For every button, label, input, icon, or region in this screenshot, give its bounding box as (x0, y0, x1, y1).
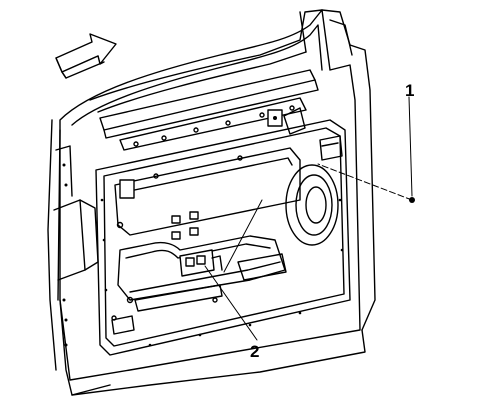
direction-arrow-icon (55, 33, 117, 79)
speaker-opening (285, 135, 343, 246)
leader-lines (204, 96, 413, 341)
callout-label-1: 1 (405, 81, 415, 100)
door-frame (47, 9, 376, 396)
door-trim-panel (95, 107, 351, 356)
beltline-strip (99, 69, 319, 151)
callout-label-2: 2 (250, 342, 260, 361)
